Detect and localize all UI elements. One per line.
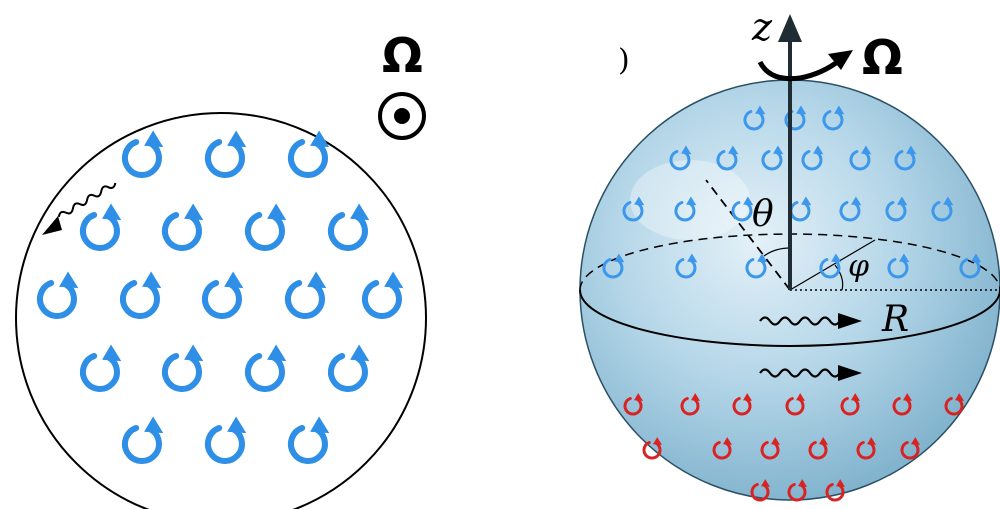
phi-label: φ	[848, 249, 869, 284]
right-omega-label: Ω	[862, 30, 903, 86]
axis-arrowhead	[778, 14, 802, 42]
radius-label: R	[881, 299, 909, 340]
left-disk-panel: Ω	[16, 28, 426, 509]
right-sphere-panel: z Ω θ φ R	[580, 5, 1000, 500]
theta-label: θ	[752, 194, 774, 235]
partial-paren-mark: )	[618, 43, 630, 78]
z-axis-label: z	[751, 5, 773, 49]
left-omega-label: Ω	[382, 28, 423, 84]
rotation-curved-arrow	[760, 60, 840, 79]
out-of-page-dot-icon	[380, 94, 424, 138]
